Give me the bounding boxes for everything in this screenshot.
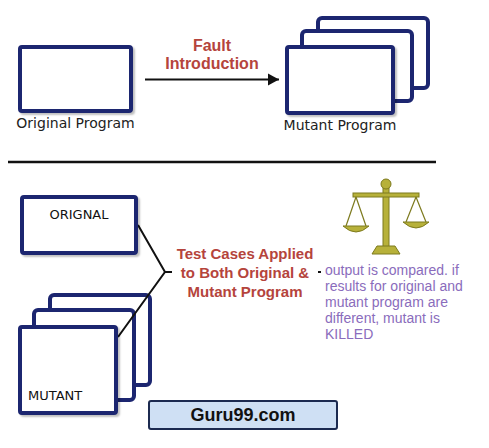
mutant-box: Mutant Program xyxy=(285,45,395,115)
arrow-head xyxy=(268,74,279,86)
result-note: output is compared. if results for origi… xyxy=(325,262,483,342)
program-box: Original Program xyxy=(18,45,133,113)
connector-line xyxy=(145,79,279,81)
box-caption: Original Program xyxy=(16,115,134,131)
program-box: ORIGNAL xyxy=(20,195,138,255)
mutant-box: MUTANT xyxy=(18,325,118,415)
edge-label: Test Cases Applied to Both Original & Mu… xyxy=(172,242,318,303)
box-caption: Mutant Program xyxy=(284,117,397,133)
connector xyxy=(145,74,279,86)
box-label: MUTANT xyxy=(28,388,82,403)
edge-label: Fault Introduction xyxy=(150,37,274,73)
separator-line xyxy=(8,161,436,164)
note-text: output is compared. if results for origi… xyxy=(325,262,483,342)
watermark: Guru99.com xyxy=(148,400,338,430)
box-label: ORIGNAL xyxy=(24,207,134,222)
scale-icon xyxy=(343,179,429,254)
